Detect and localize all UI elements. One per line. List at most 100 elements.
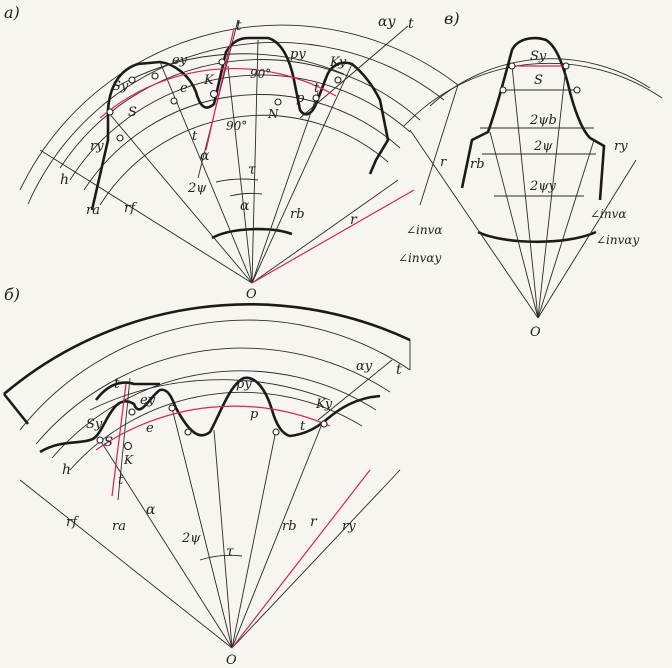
panel-b-label-ky: Ky [315,397,333,412]
panel-b-label-ra: ra [112,519,126,534]
panel-b-label-two-psi: 2ψ [181,531,201,546]
panel-b-rb-arc [51,370,377,459]
panel-b-label-ey: ey [140,393,156,408]
panel-a-tangent-right [299,25,409,119]
panel-a-two-psi-arc [215,178,259,183]
panel-b-ey-py-arc [89,379,331,411]
panel-b-tangent-right [317,359,393,421]
panel-a-label-t-top: t [236,18,242,34]
panel-b-label-r: r [310,514,318,530]
panel-v-label-two-psi: 2ψ [533,139,553,154]
panel-a-hub-arc [211,227,293,240]
panel-b-label-rb: rb [282,519,297,534]
panel-a-label-n: N [267,107,279,121]
panel-a-label-py: py [290,47,306,62]
panel-a-point-e [170,97,178,105]
panel-b-diagram: б) t t [2,285,411,668]
panel-b-label-t-mid: t [300,419,306,434]
panel-a-tau-arc [229,192,263,197]
panel-a-label-t-right: t [408,16,414,32]
panel-a-label-e: e [180,81,188,96]
panel-v-label-sy: Sy [530,49,547,64]
panel-b-point-ey [168,404,176,412]
panel-b-r-arc [35,347,391,445]
panel-v-label-inv-alpha-left: ∠invα [406,223,443,237]
panel-v-outer-arc [403,62,663,127]
panel-a-label-t-lower: t [192,129,198,144]
panel-a-label-ra: ra [86,203,100,218]
panel-b-point-sy [128,408,136,416]
panel-v-label-inv-alpha-y-right: ∠invαy [596,233,640,247]
panel-b-tooth-top [94,381,160,401]
panel-b-point-e [184,428,192,436]
panel-a-label-r: r [350,212,358,228]
panel-v-point-s-left [499,86,507,94]
panel-b-label-alpha-y: αy [356,359,373,374]
panel-b-point-p [272,428,280,436]
panel-a-label-alpha-y: αy [378,14,396,30]
panel-b-point-ky [320,420,328,428]
panel-v-label-o: O [530,325,541,340]
panel-b-label-p: p [250,407,259,422]
panel-b-label-py: py [236,377,252,392]
panel-v-ry-arc [429,58,651,107]
panel-v-label-r: r [440,155,447,170]
panel-b-outer-frame-arc [3,303,411,395]
panel-a-label-90-bottom: 90° [226,119,247,133]
panel-a-point-n [274,98,282,106]
panel-a-label-p: p [296,91,305,106]
panel-v-point-sy-right [562,62,570,70]
panel-v-diagram: в) Sy S 2ψb 2ψ 2ψy ry r rb ∠invα [398,9,663,340]
panel-b-label-tau: τ [226,544,234,560]
panel-a-circle-rb [83,94,401,191]
panel-a-label-90-top: 90° [250,67,271,81]
panel-v-label-rb: rb [470,157,485,172]
panel-b-label-o: O [226,653,237,668]
panel-v-point-s-right [573,86,581,94]
panel-v-point-sy-left [508,62,516,70]
panel-a-label-two-psi: 2ψ [187,181,207,196]
panel-a-label-o: O [246,287,257,302]
panel-a-caption: а) [4,3,20,22]
panel-b-label-t-right: t [396,362,402,378]
panel-a-label-rf: rf [124,201,137,216]
panel-v-caption: в) [444,9,460,28]
panel-b-label-e: e [146,421,154,436]
panel-a-red-radius [251,189,415,284]
panel-b-frame-left [2,393,30,425]
panel-a-label-ry: ry [90,139,104,154]
panel-b-label-t-top: t [114,376,120,392]
panel-b-tangent-left [117,377,131,501]
panel-a-point-sy [128,76,136,84]
panel-a-red-pitch-arc [99,67,337,119]
panel-b-point-k [123,441,133,451]
panel-v-label-inv-alpha-y-left: ∠invαy [398,251,442,265]
panel-v-tooth-profile [460,36,606,201]
panel-v-label-inv-alpha-right: ∠invα [590,207,627,221]
panel-v-label-two-psi-y: 2ψy [529,179,556,194]
panel-a-point-top [218,58,226,66]
panel-a-point-ry [116,134,124,142]
panel-a-label-tau: τ [248,162,256,178]
panel-b-label-h: h [62,462,71,478]
panel-v-radial-lines [409,65,637,319]
panel-a-tip-frame-arc [27,41,445,205]
panel-a-point-p [312,94,320,102]
panel-b-label-alpha: α [146,502,156,518]
panel-b-label-sy: Sy [86,417,103,432]
panel-b-red-tangent [111,383,127,497]
panel-a-ey-py-arc [117,53,345,87]
panel-b-label-t-lower: t [118,473,124,488]
panel-a-radial-lines [39,39,399,284]
panel-b-red-radius [231,469,371,649]
panel-v-label-two-psi-b: 2ψb [529,113,557,128]
panel-b-label-rf: rf [66,515,79,530]
panel-b-label-ry: ry [342,519,356,534]
panel-a-label-h: h [60,172,69,188]
panel-a-label-sy: Sy [112,79,129,94]
panel-a-diagram: а) [4,3,459,302]
panel-b-point-s [96,436,104,444]
panel-a-label-ky: Ky [329,55,347,70]
panel-a-point-k [209,89,219,99]
